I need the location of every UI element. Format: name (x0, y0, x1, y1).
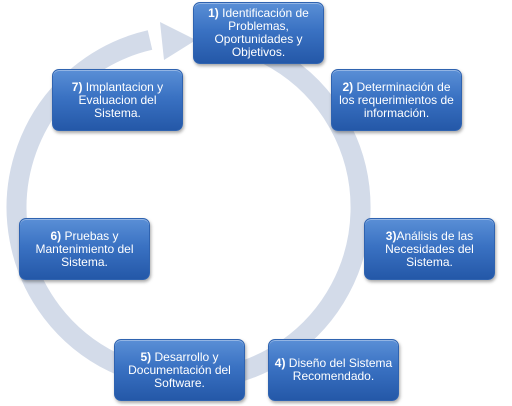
step-3-number: 3) (385, 228, 397, 243)
step-5-label: Desarrollo y Documentación del Software. (128, 349, 231, 390)
step-4-box: 4) Diseño del Sistema Recomendado. (268, 339, 399, 401)
step-4-label: Diseño del Sistema Recomendado. (285, 356, 393, 383)
step-6-box: 6) Pruebas y Mantenimiento del Sistema. (19, 218, 150, 280)
step-6-number: 6) (50, 228, 62, 243)
cycle-arrow-head-icon (160, 22, 196, 60)
step-1-box: 1) Identificación de Problemas, Oportuni… (193, 2, 324, 64)
step-1-number: 1) (208, 6, 219, 20)
step-5-number: 5) (140, 349, 152, 364)
step-1-label: Identificación de Problemas, Oportunidad… (214, 6, 309, 59)
step-3-box: 3)Análisis de las Necesidades del Sistem… (364, 218, 495, 280)
step-4-number: 4) (274, 356, 286, 370)
step-2-number: 2) (342, 79, 354, 94)
step-6-label: Pruebas y Mantenimiento del Sistema. (35, 228, 134, 269)
step-5-box: 5) Desarrollo y Documentación del Softwa… (114, 339, 245, 401)
step-7-number: 7) (71, 79, 83, 94)
step-3-label: Análisis de las Necesidades del Sistema. (385, 228, 474, 269)
step-2-label: Determinación de los requerimientos de i… (339, 79, 454, 120)
step-7-label: Implantacion y Evaluacion del Sistema. (78, 79, 164, 120)
step-2-box: 2) Determinación de los requerimientos d… (331, 69, 462, 131)
step-7-box: 7) Implantacion y Evaluacion del Sistema… (52, 69, 183, 131)
